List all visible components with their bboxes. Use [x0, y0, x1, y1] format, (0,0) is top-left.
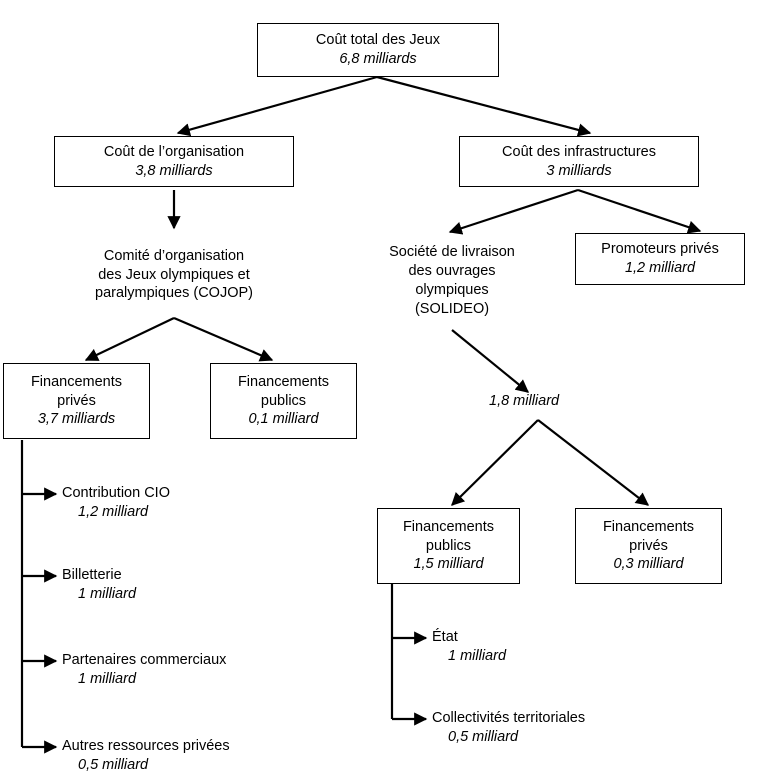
node-cojop-financements-publics: Financements publics 0,1 milliard: [210, 363, 357, 439]
node-cout-infrastructures: Coût des infrastructures 3 milliards: [459, 136, 699, 187]
node-solideo-financements-publics-line1: Financements: [402, 518, 495, 535]
node-cojop-line2: des Jeux olympiques et: [98, 266, 250, 283]
node-solideo-financements-publics: Financements publics 1,5 milliard: [377, 508, 520, 584]
node-cojop-financements-publics-line2: publics: [260, 392, 307, 409]
list-item-label: Billetterie: [62, 567, 122, 583]
node-cojop-financements-prives-line2: privés: [57, 392, 96, 409]
node-solideo-financements-prives-line1: Financements: [602, 518, 695, 535]
node-solideo-line3: olympiques: [415, 282, 489, 298]
list-item-solideo-source-1: État 1 milliard: [432, 628, 506, 666]
node-cout-infrastructures-amount: 3 milliards: [546, 162, 612, 179]
node-cout-total: Coût total des Jeux 6,8 milliards: [257, 23, 499, 77]
list-item-amount: 1 milliard: [78, 671, 137, 688]
list-item-solideo-source-2: Collectivités territoriales 0,5 milliard: [432, 709, 585, 747]
list-item-amount: 1 milliard: [78, 586, 137, 603]
node-solideo-line1: Société de livraison: [389, 244, 515, 261]
list-item-label: Collectivités territoriales: [432, 710, 586, 726]
node-cojop-financements-prives-amount: 3,7 milliards: [37, 411, 116, 428]
node-cojop-financements-prives: Financements privés 3,7 milliards: [3, 363, 150, 439]
node-promoteurs-prives: Promoteurs privés 1,2 milliard: [575, 233, 745, 285]
list-item-amount: 1,2 milliard: [78, 504, 149, 521]
list-item-amount: 0,5 milliard: [78, 757, 149, 774]
node-cout-total-amount: 6,8 milliards: [339, 51, 417, 67]
node-cojop-financements-publics-amount: 0,1 milliard: [248, 411, 319, 428]
node-cojop-financements-publics-line1: Financements: [237, 373, 330, 390]
node-cout-organisation: Coût de l’organisation 3,8 milliards: [54, 136, 294, 187]
list-item-amount: 1 milliard: [448, 648, 507, 665]
node-solideo-financements-publics-line2: publics: [425, 537, 472, 554]
node-solideo-line4: (SOLIDEO): [414, 300, 490, 317]
node-solideo-financements-prives-line2: privés: [629, 537, 668, 554]
list-item-label: Partenaires commerciaux: [62, 652, 227, 668]
node-solideo: Société de livraison des ouvrages olympi…: [362, 234, 542, 328]
list-item-cojop-source-3: Partenaires commerciaux 1 milliard: [62, 651, 226, 689]
node-solideo-line2: des ouvrages: [408, 263, 496, 280]
node-cojop-line3: paralympiques (COJOP): [95, 285, 253, 302]
list-item-cojop-source-1: Contribution CIO 1,2 milliard: [62, 484, 170, 522]
node-cojop: Comité d’organisation des Jeux olympique…: [54, 234, 294, 316]
node-cojop-line1: Comité d’organisation: [103, 247, 245, 264]
list-item-cojop-source-4: Autres ressources privées 0,5 milliard: [62, 737, 230, 775]
list-item-amount: 0,5 milliard: [448, 729, 519, 746]
node-promoteurs-prives-amount: 1,2 milliard: [624, 260, 696, 276]
list-item-label: Contribution CIO: [62, 485, 170, 501]
node-cout-infrastructures-label: Coût des infrastructures: [502, 143, 656, 160]
list-item-cojop-source-2: Billetterie 1 milliard: [62, 566, 136, 604]
node-cout-organisation-label: Coût de l’organisation: [103, 143, 245, 160]
node-cout-organisation-amount: 3,8 milliards: [135, 162, 213, 179]
node-solideo-financements-prives: Financements privés 0,3 milliard: [575, 508, 722, 584]
node-promoteurs-prives-label: Promoteurs privés: [601, 241, 719, 258]
node-cout-total-label: Coût total des Jeux: [315, 32, 441, 49]
list-item-label: État: [432, 629, 458, 645]
node-solideo-total-amount: 1,8 milliard: [489, 393, 560, 409]
node-solideo-financements-prives-amount: 0,3 milliard: [613, 556, 684, 573]
list-item-label: Autres ressources privées: [62, 738, 230, 754]
node-cojop-financements-prives-line1: Financements: [30, 373, 123, 390]
node-solideo-financements-publics-amount: 1,5 milliard: [413, 556, 484, 573]
